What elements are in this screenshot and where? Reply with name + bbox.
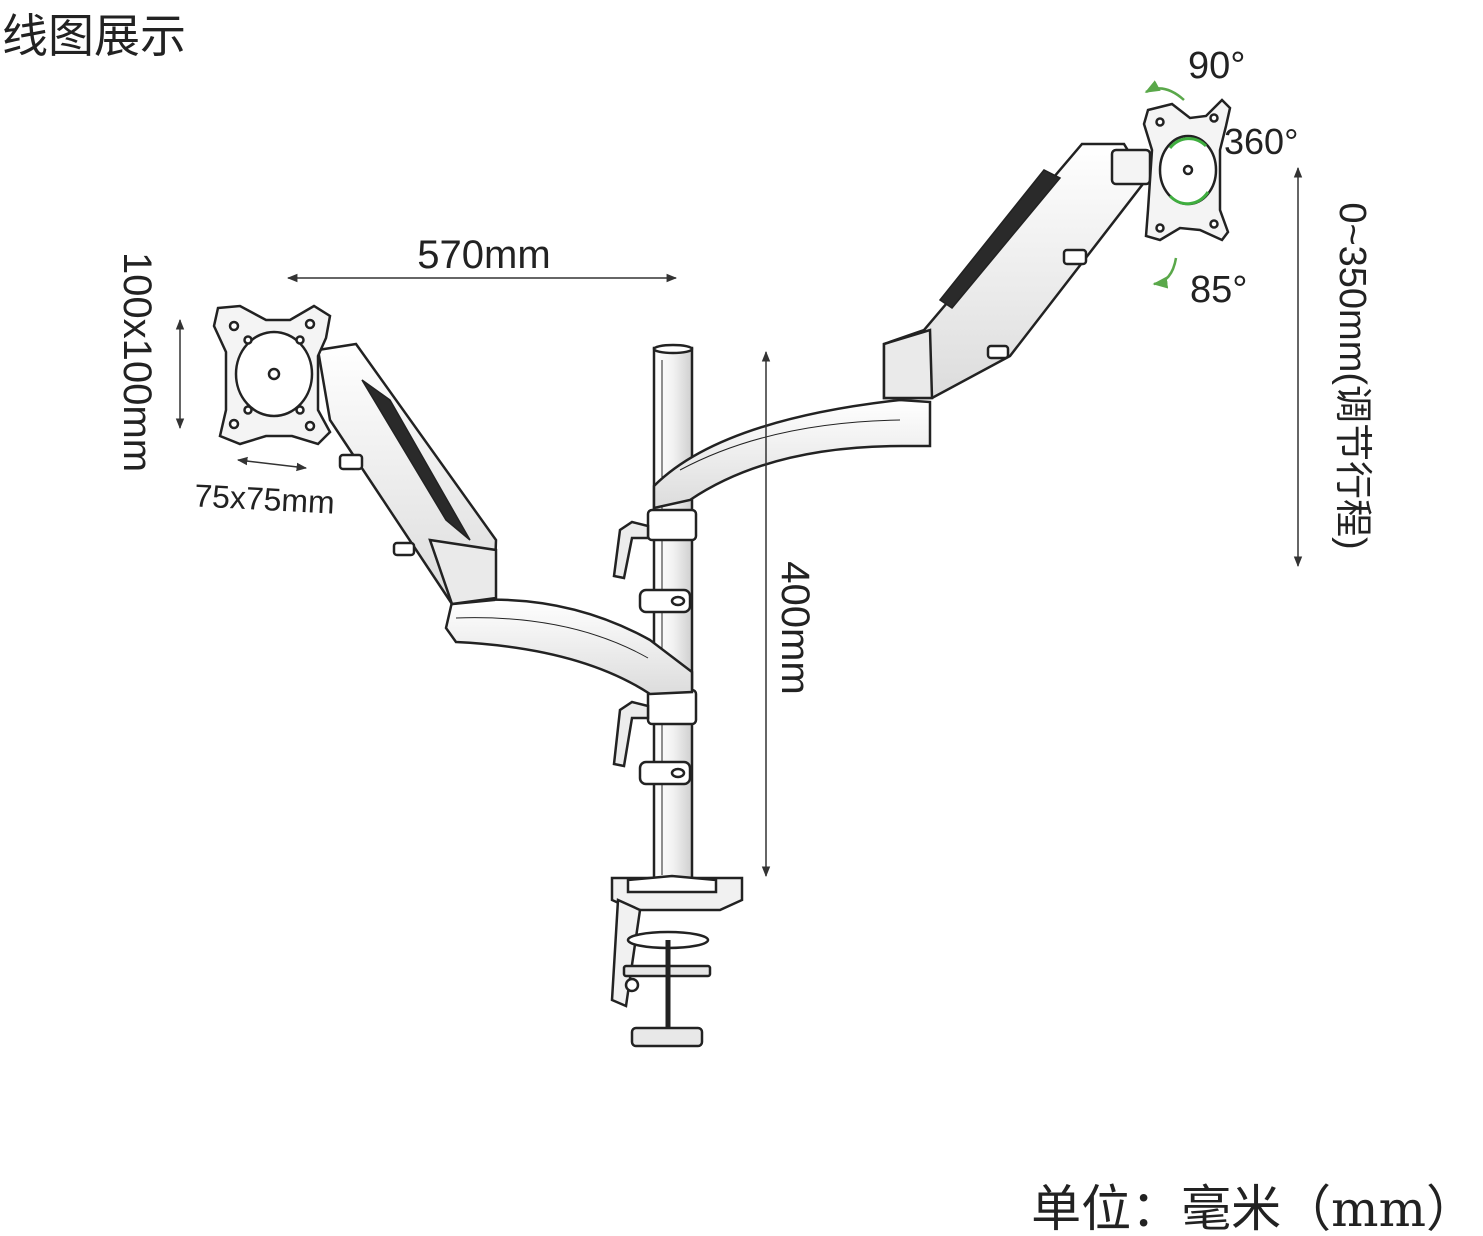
- left-arm-gas-spring: [316, 342, 498, 606]
- rotate-label: 360°: [1224, 121, 1298, 162]
- left-vesa-plate: [212, 304, 332, 446]
- right-arm-lower-segment: [652, 398, 932, 510]
- right-arm-gas-spring: [882, 142, 1152, 400]
- pole-collar-lower: [638, 688, 698, 786]
- tilt-down-arrow-icon: [1152, 257, 1178, 289]
- height-adjust-label: 0~350mm(调节行程): [1331, 202, 1373, 549]
- vesa-large-label: 100x100mm: [115, 252, 159, 472]
- rotate-360-icon: [1168, 137, 1210, 206]
- lock-handle-upper: [612, 520, 650, 580]
- pole-height-label: 400mm: [773, 561, 817, 694]
- desk-clamp: [610, 874, 744, 1048]
- lock-handle-lower: [612, 700, 650, 768]
- vesa-small-dimension-line: [236, 456, 308, 472]
- diagram-title: 线图展示: [2, 9, 186, 63]
- left-arm-lower-segment: [444, 598, 694, 696]
- right-vesa-plate: [1142, 98, 1232, 242]
- vesa-small-label: 75x75mm: [193, 477, 335, 520]
- tilt-up-arrow-icon: [1144, 80, 1185, 101]
- tilt-down-label: 85°: [1190, 269, 1247, 311]
- tilt-up-label: 90°: [1188, 45, 1245, 87]
- arm-reach-label: 570mm: [417, 233, 550, 277]
- unit-note: 单位：毫米（mm）: [1031, 1180, 1476, 1236]
